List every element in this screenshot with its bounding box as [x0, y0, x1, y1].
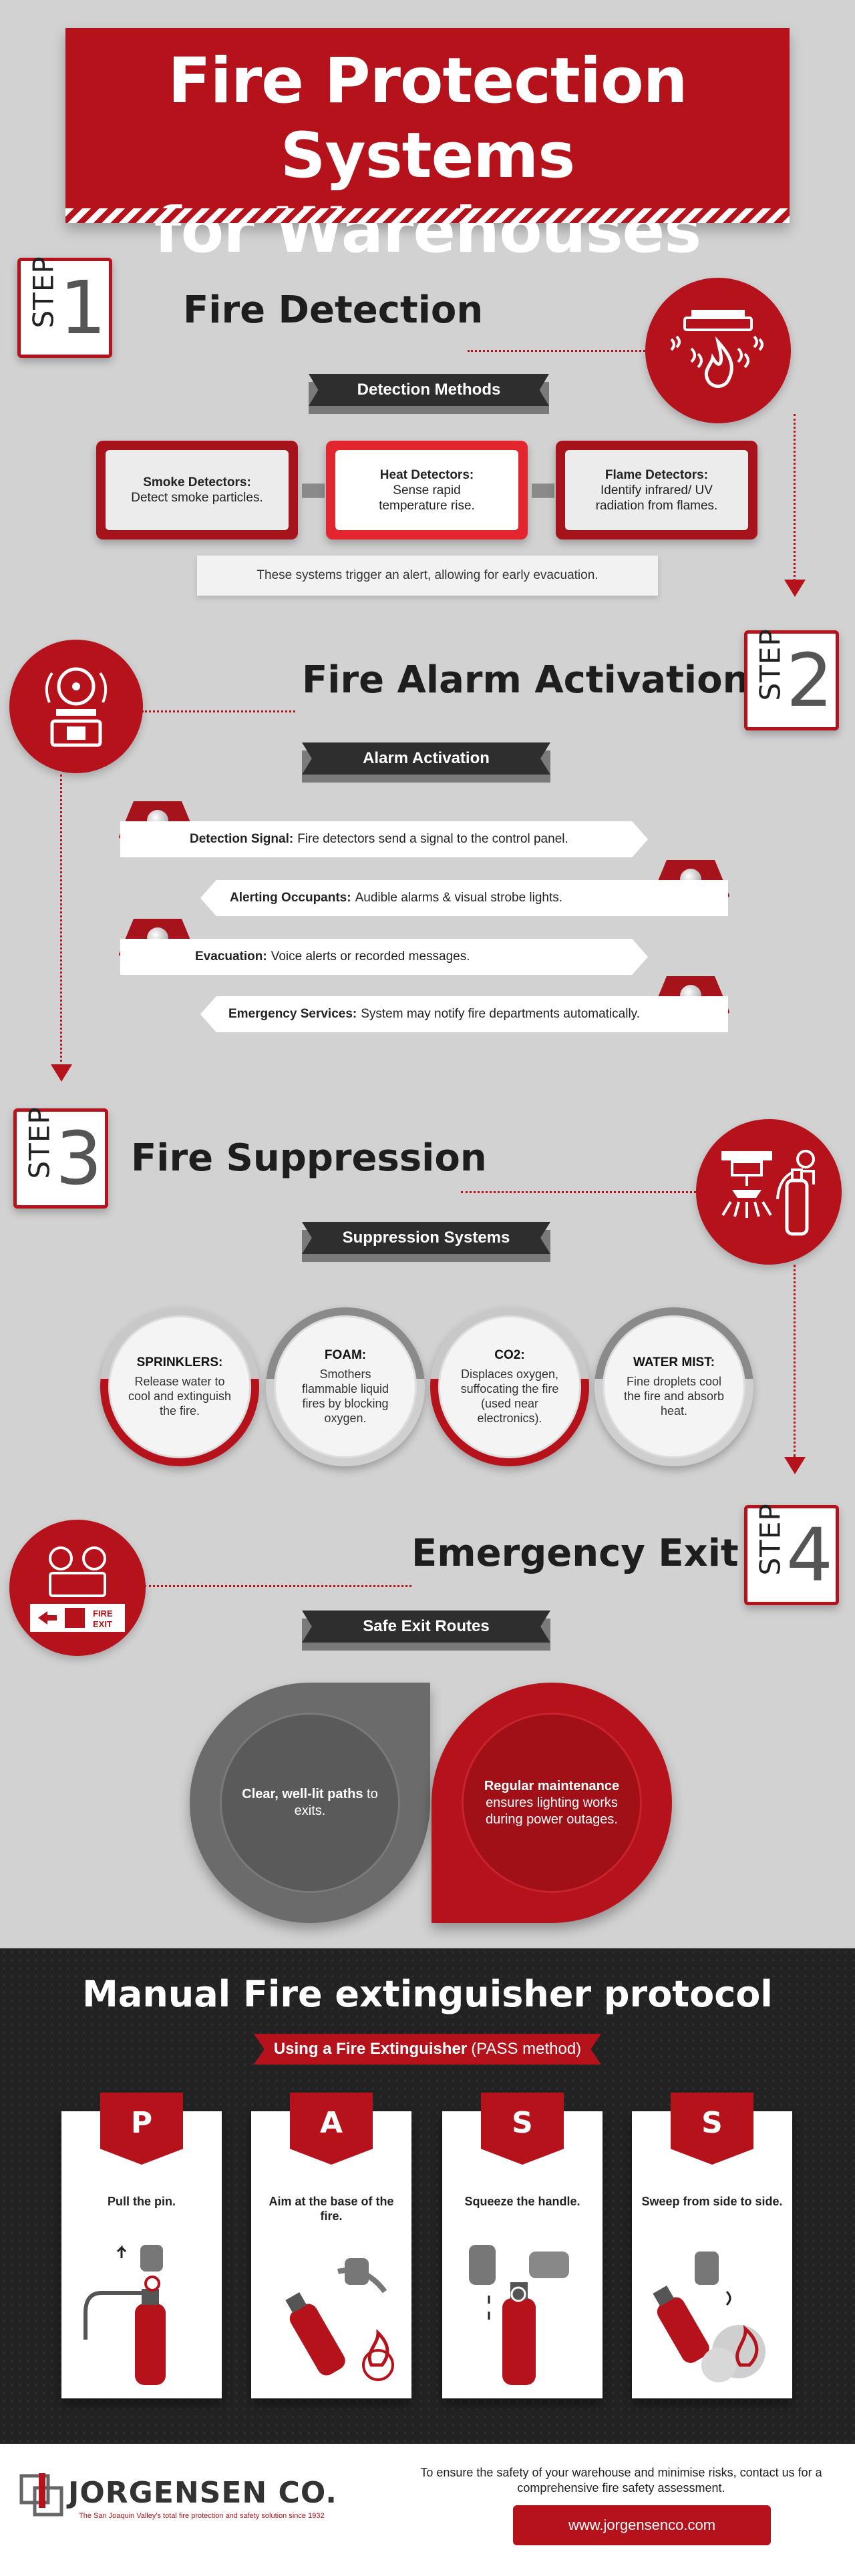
- step-1-title: Fire Detection: [183, 288, 484, 332]
- alarm-row: Detection Signal: Fire detectors send a …: [120, 821, 648, 857]
- detection-card: Heat Detectors: Sense rapid temperature …: [326, 441, 528, 540]
- pass-letter: A: [290, 2093, 373, 2165]
- connector-line: [794, 1265, 796, 1457]
- pass-letter: P: [100, 2093, 183, 2165]
- card-connector: [532, 483, 554, 498]
- smoke-detector-icon: [670, 310, 763, 388]
- arrow-down-icon: [51, 1064, 72, 1082]
- arrow-down-icon: [784, 1457, 806, 1474]
- suppression-item: SPRINKLERS: Release water to cool and ex…: [100, 1307, 259, 1466]
- flame-icon: [704, 336, 733, 388]
- footer-message: To ensure the safety of your warehouse a…: [420, 2466, 822, 2495]
- alarm-activation-banner: Alarm Activation: [302, 742, 550, 775]
- sweep-icon: [653, 2251, 765, 2382]
- pull-pin-icon: [83, 2245, 166, 2385]
- exit-route-item: Regular maintenance ensures lighting wor…: [432, 1683, 672, 1923]
- step-4-badge: STEP 4: [744, 1503, 839, 1605]
- alarm-bell-icon: [45, 667, 108, 747]
- pass-card: S Squeeze the handle.: [442, 2093, 603, 2398]
- aim-icon: [285, 2258, 394, 2381]
- pass-card: A Aim at the base of the fire.: [251, 2093, 411, 2398]
- exit-icon-circle: FIRE EXIT: [9, 1520, 146, 1656]
- detection-methods-banner: Detection Methods: [309, 374, 549, 406]
- pass-letter: S: [481, 2093, 564, 2165]
- detection-card: Flame Detectors: Identify infrared/ UV r…: [556, 441, 757, 540]
- pass-letter: S: [671, 2093, 753, 2165]
- website-link-button[interactable]: www.jorgensenco.com: [513, 2505, 771, 2545]
- alarm-icon-circle: [9, 640, 143, 773]
- jorgensen-logo-icon: [19, 2473, 63, 2517]
- connector-line: [144, 1585, 411, 1587]
- company-logo: JORGENSEN CO.: [68, 2476, 337, 2510]
- arrow-down-icon: [784, 580, 806, 597]
- connector-line: [60, 775, 62, 1062]
- sprinkler-icon: [721, 1150, 815, 1236]
- connector-line: [794, 414, 796, 581]
- alarm-row: Evacuation: Voice alerts or recorded mes…: [120, 939, 648, 975]
- step-1-badge: STEP 1: [17, 256, 112, 358]
- suppression-item: WATER MIST: Fine droplets cool the fire …: [594, 1307, 753, 1466]
- connector-line: [468, 350, 661, 352]
- card-connector: [302, 483, 325, 498]
- step-3-title: Fire Suppression: [131, 1136, 487, 1180]
- page-title: Fire Protection Systems for Warehouses: [154, 45, 702, 267]
- detection-note: These systems trigger an alert, allowing…: [197, 556, 658, 596]
- suppression-icon-circle: [696, 1119, 842, 1265]
- step-3-badge: STEP 3: [13, 1106, 108, 1209]
- company-tagline: The San Joaquin Valley's total fire prot…: [79, 2512, 325, 2520]
- pass-banner: Using a Fire Extinguisher (PASS method): [254, 2034, 601, 2065]
- step-4-title: Emergency Exit: [411, 1532, 739, 1575]
- alarm-row: Emergency Services: System may notify fi…: [200, 996, 728, 1032]
- safe-exit-routes-banner: Safe Exit Routes: [302, 1611, 550, 1643]
- svg-text:FIRE: FIRE: [93, 1608, 113, 1619]
- squeeze-icon: [469, 2245, 569, 2385]
- step-2-badge: STEP 2: [744, 628, 839, 730]
- extinguisher-icon: [776, 1150, 815, 1236]
- suppression-item: CO2: Displaces oxygen, suffocating the f…: [430, 1307, 589, 1466]
- step-2-title: Fire Alarm Activation: [302, 658, 749, 702]
- detection-icon-circle: [645, 278, 791, 423]
- title-banner: Fire Protection Systems for Warehouses: [65, 28, 790, 267]
- suppression-systems-banner: Suppression Systems: [302, 1222, 550, 1254]
- exit-route-item: Clear, well-lit paths to exits.: [190, 1683, 430, 1923]
- suppression-item: FOAM: Smothers flammable liquid fires by…: [266, 1307, 425, 1466]
- detection-card: Smoke Detectors: Detect smoke particles.: [96, 441, 298, 540]
- connector-line: [461, 1191, 712, 1193]
- connector-line: [142, 710, 295, 712]
- pass-card: S Sweep from side to side.: [632, 2093, 792, 2398]
- exit-sign-icon: FIRE EXIT: [30, 1546, 125, 1632]
- manual-title: Manual Fire extinguisher protocol: [82, 1973, 773, 2015]
- alarm-row: Alerting Occupants: Audible alarms & vis…: [200, 880, 728, 916]
- svg-text:EXIT: EXIT: [93, 1619, 112, 1629]
- pass-card: P Pull the pin.: [61, 2093, 222, 2398]
